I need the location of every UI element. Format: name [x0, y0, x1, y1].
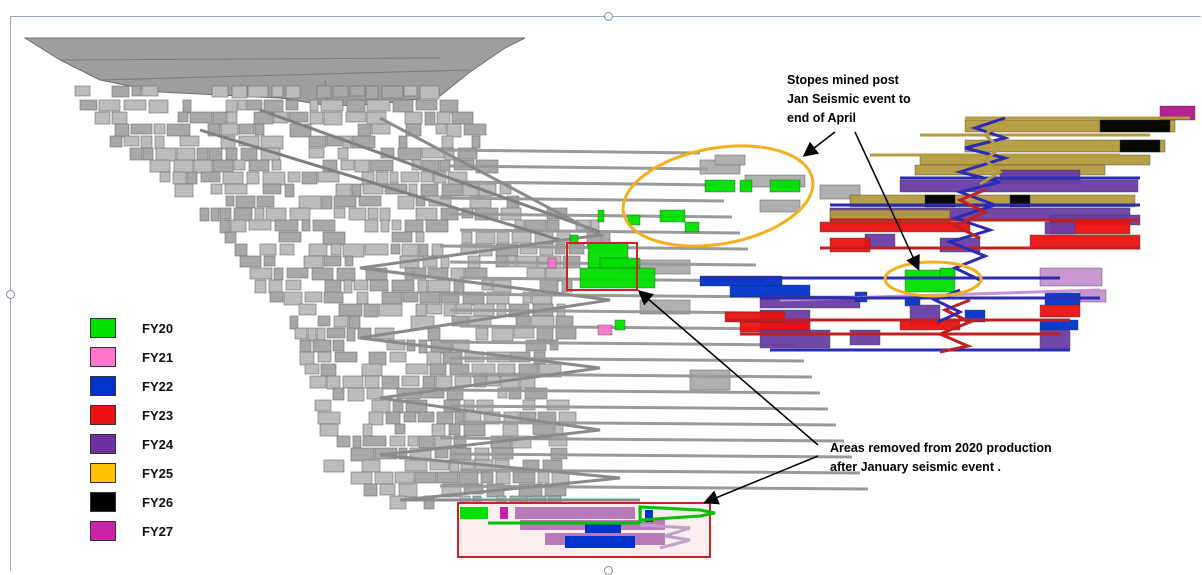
legend-swatch: [90, 463, 116, 483]
legend-item-fy22: FY22: [90, 376, 210, 398]
mined-stopes-historic: [74, 85, 861, 510]
legend-label: FY27: [142, 524, 174, 539]
legend-swatch: [90, 376, 116, 396]
legend-swatch: [90, 521, 116, 541]
legend-label: FY21: [142, 350, 174, 365]
legend-item-fy27: FY27: [90, 521, 210, 543]
resize-handle-top[interactable]: [604, 12, 613, 21]
legend-label: FY24: [142, 437, 174, 452]
development-drives: [199, 108, 869, 491]
highlight-ellipse-lower: [883, 260, 983, 298]
main-decline: [359, 116, 640, 502]
bottom-box-stopes: [460, 505, 716, 550]
legend-item-fy25: FY25: [90, 463, 210, 485]
highlight-ellipse-upper: [621, 144, 815, 248]
legend-item-fy26: FY26: [90, 492, 210, 514]
legend-label: FY26: [142, 495, 174, 510]
legend-swatch: [90, 318, 116, 338]
resize-handle-left[interactable]: [6, 290, 15, 299]
legend-swatch: [90, 405, 116, 425]
legend-item-fy20: FY20: [90, 318, 210, 340]
legend-swatch: [90, 434, 116, 454]
legend-swatch: [90, 347, 116, 367]
legend-swatch: [90, 492, 116, 512]
legend-label: FY22: [142, 379, 174, 394]
callout-areas-removed: Areas removed from 2020 production after…: [830, 441, 1052, 474]
legend-item-fy24: FY24: [90, 434, 210, 456]
highlight-box-middle: [566, 242, 638, 291]
legend-item-fy23: FY23: [90, 405, 210, 427]
legend-label: FY23: [142, 408, 174, 423]
legend-label: FY20: [142, 321, 174, 336]
legend-label: FY25: [142, 466, 174, 481]
callout-arrows: [637, 131, 920, 505]
planned-drives: [700, 116, 1190, 354]
legend-item-fy21: FY21: [90, 347, 210, 369]
callout-stopes-mined: Stopes mined post Jan Seismic event to e…: [787, 73, 911, 125]
